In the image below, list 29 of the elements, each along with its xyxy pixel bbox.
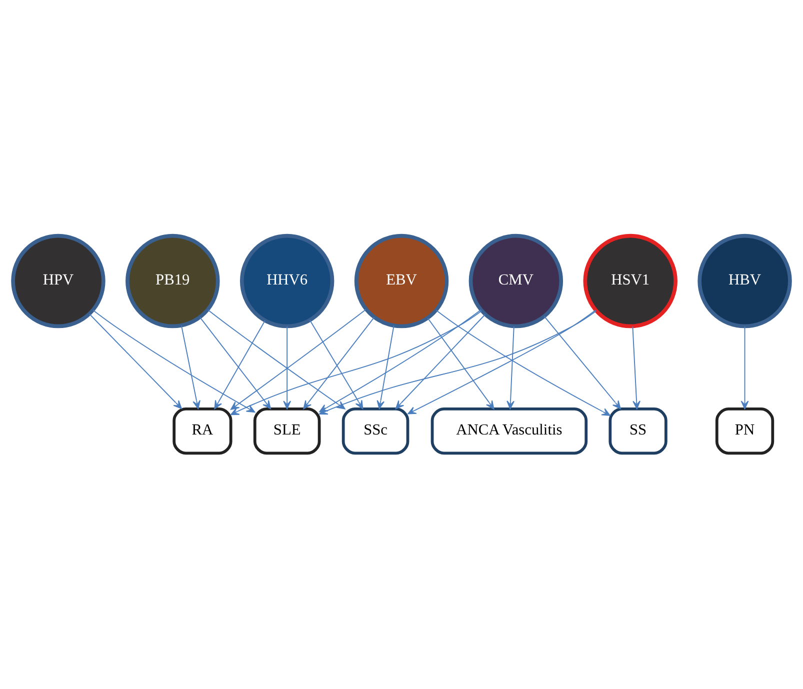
node-circle: EBV: [354, 234, 449, 328]
arrow: [436, 310, 610, 416]
node-circle: HSV1: [583, 234, 678, 328]
arrow: [506, 326, 514, 410]
node-box: PN: [715, 407, 774, 455]
arrow: [92, 310, 256, 413]
arrow: [408, 310, 596, 414]
node-circle: HPV: [11, 234, 106, 328]
arrow: [544, 316, 621, 410]
node-box: SLE: [253, 407, 321, 455]
arrow: [200, 317, 271, 410]
arrow: [89, 314, 182, 409]
arrow: [376, 325, 394, 410]
node-circle: HBV: [698, 234, 792, 328]
node-circle: PB19: [126, 234, 220, 328]
arrow: [395, 314, 486, 410]
arrow: [319, 309, 482, 412]
node-circle: HHV6: [240, 234, 334, 328]
arrow: [180, 325, 200, 410]
node-circle: CMV: [468, 234, 564, 328]
arrow: [632, 326, 640, 410]
arrow: [427, 318, 494, 410]
node-box: RA: [172, 407, 232, 455]
node-box: ANCA Vasculitis: [430, 407, 588, 455]
arrow: [283, 326, 292, 410]
arrow: [214, 320, 266, 410]
arrow: [740, 326, 749, 410]
node-box: SS: [608, 407, 668, 455]
node-box: SSc: [342, 407, 410, 455]
